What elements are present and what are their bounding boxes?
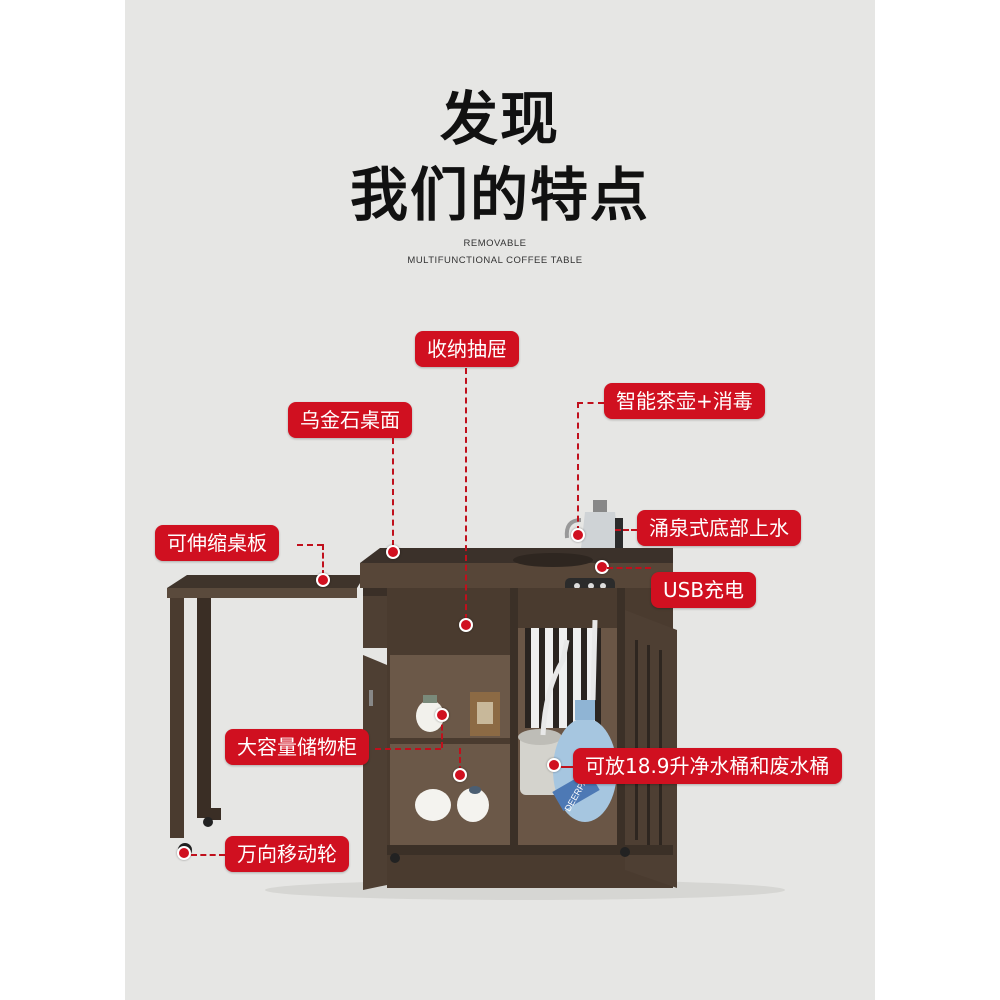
label-drawer: 收纳抽屉 — [415, 331, 519, 367]
product-panel: DEERPARK 发现 我们的特点 REMOVABLE MULTIFUNCTIO… — [125, 0, 875, 1000]
coffee-cabinet-illustration: DEERPARK — [167, 500, 785, 900]
leader-stone-top — [392, 438, 394, 546]
leader-drawer — [465, 368, 467, 620]
leader-smart-kettle-v — [577, 402, 579, 532]
dot-drawer — [459, 618, 473, 632]
subtitle-line1: REMOVABLE — [463, 238, 527, 249]
label-extend-board: 可伸缩桌板 — [155, 525, 279, 561]
leader-extend-board-h — [297, 544, 323, 546]
leader-usb — [607, 567, 651, 569]
dot-wheels — [177, 846, 191, 860]
dot-storage-top — [435, 708, 449, 722]
page-title-line1: 发现 — [439, 85, 560, 153]
leader-storage-h — [375, 748, 441, 750]
dot-extend-board — [316, 573, 330, 587]
leader-fountain — [615, 529, 637, 531]
label-stone-top: 乌金石桌面 — [288, 402, 412, 438]
dot-smart-kettle — [571, 528, 585, 542]
extendable-table — [167, 575, 365, 857]
label-usb: USB充电 — [651, 572, 757, 608]
cabinet-body — [360, 548, 677, 890]
dot-stone-top — [386, 545, 400, 559]
subtitle-line2: MULTIFUNCTIONAL COFFEE TABLE — [407, 255, 583, 266]
label-bucket: 可放18.9升净水桶和废水桶 — [573, 748, 842, 784]
page-title-line2: 我们的特点 — [349, 161, 650, 229]
leader-bucket — [561, 766, 573, 768]
leader-extend-board-v — [322, 544, 324, 576]
leader-smart-kettle-h — [577, 402, 604, 404]
dot-storage-bottom — [453, 768, 467, 782]
dot-bucket — [547, 758, 561, 772]
label-wheels: 万向移动轮 — [225, 836, 349, 872]
leader-storage-v1 — [441, 716, 443, 748]
water-bucket: DEERPARK — [518, 619, 617, 822]
leader-wheels — [191, 854, 225, 856]
label-fountain: 涌泉式底部上水 — [637, 510, 801, 546]
leader-storage-v2 — [459, 748, 461, 772]
shelf-items — [415, 692, 500, 822]
label-smart-kettle: 智能茶壶+消毒 — [604, 383, 765, 419]
label-storage: 大容量储物柜 — [225, 729, 369, 765]
